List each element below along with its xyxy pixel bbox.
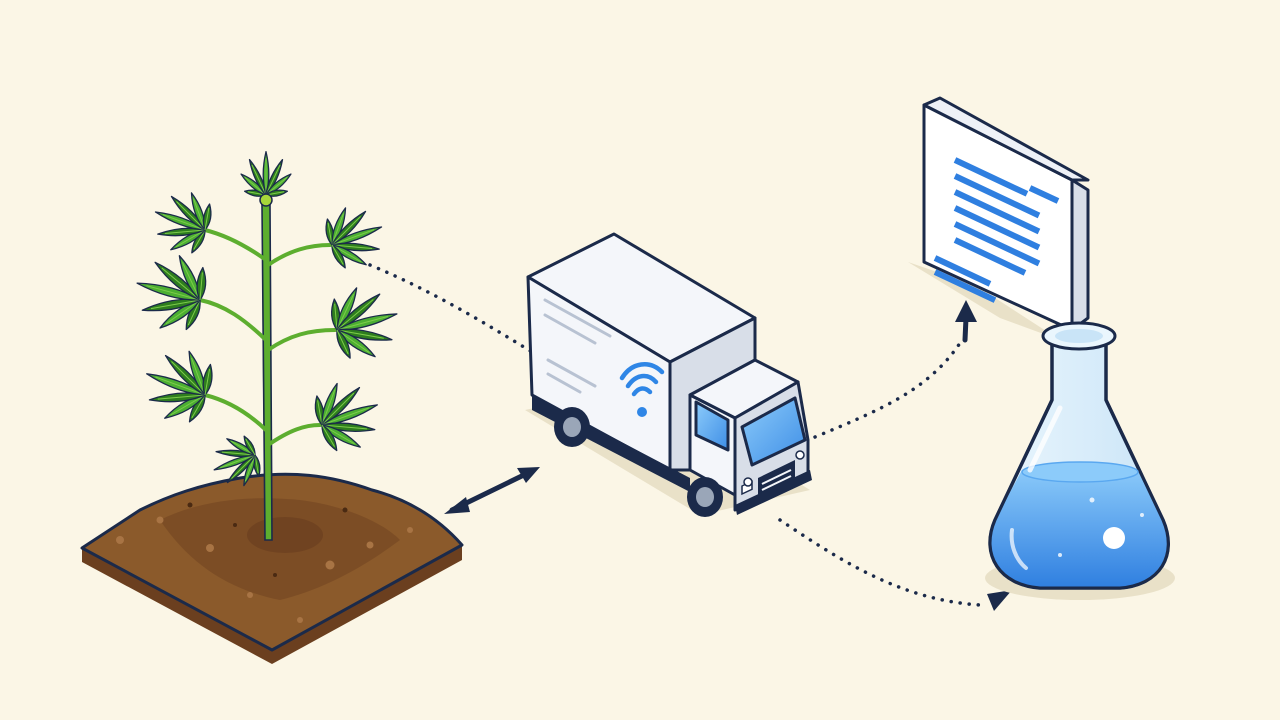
- text-line: [933, 255, 992, 287]
- hemp-plant-icon: [136, 150, 398, 541]
- connector-truck-to-flask: [778, 518, 1012, 611]
- leaf-cluster: [330, 287, 398, 359]
- wireless-signal-icon: [619, 362, 665, 417]
- arrow-head-right-icon: [987, 590, 1012, 611]
- text-line: [953, 205, 1041, 251]
- arrow-head-up-icon: [955, 300, 977, 322]
- text-line: [953, 173, 1041, 219]
- leaf-cluster: [213, 435, 261, 487]
- text-line: [953, 237, 1027, 276]
- side-window: [694, 400, 730, 452]
- connector-truck-to-document: [813, 300, 977, 439]
- lab-flask-icon: [985, 321, 1175, 600]
- delivery-truck-icon: [525, 232, 812, 517]
- text-line: [1028, 185, 1060, 204]
- windshield: [740, 396, 807, 467]
- connector-soil-truck-double-arrow: [444, 467, 540, 514]
- connector-plant-to-truck: [368, 263, 534, 354]
- leaf-cluster: [136, 255, 207, 331]
- leaf-cluster: [314, 382, 378, 452]
- report-panel-icon: [908, 96, 1090, 340]
- wheel-front: [687, 477, 723, 517]
- text-line: [953, 189, 1041, 235]
- leaf-cluster: [154, 192, 212, 254]
- leaf-cluster: [146, 350, 213, 423]
- soil-patch-icon: [80, 472, 464, 664]
- leaf-cluster: [240, 150, 292, 197]
- leaf-cluster: [325, 207, 383, 269]
- text-line: [953, 221, 1041, 267]
- wheel-rear: [554, 407, 590, 447]
- text-line: [933, 269, 997, 303]
- text-line: [953, 157, 1029, 197]
